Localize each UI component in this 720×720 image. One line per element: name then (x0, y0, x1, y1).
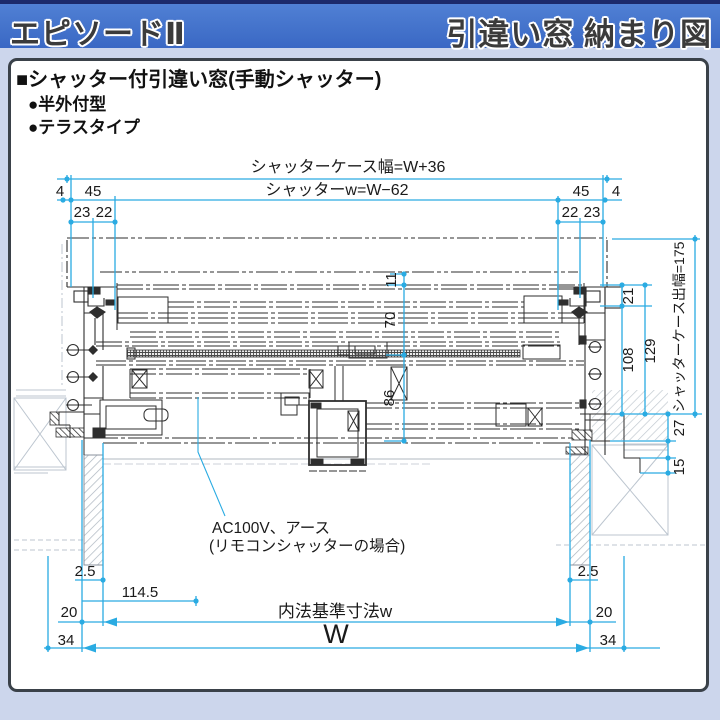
bullet-type-1: ●半外付型 (28, 95, 107, 114)
dim-label-shutter-w: シャッターw=W−62 (265, 181, 408, 199)
dim-label-4-right: 4 (612, 183, 620, 200)
dim-label-20-right: 20 (596, 604, 613, 621)
dimension-labels: シャッターケース幅=W+36 シャッターw=W−62 4 45 23 22 45… (56, 158, 688, 649)
dim-label-34-left: 34 (58, 632, 75, 649)
dimension-arrows (83, 617, 589, 653)
dim-label-22-left: 22 (96, 204, 113, 221)
jamb-sections (66, 287, 606, 455)
dim-label-20-left: 20 (61, 604, 78, 621)
dim-label-108: 108 (620, 347, 637, 372)
dim-label-11: 11 (383, 272, 400, 288)
doc-title: 引違い窓 納まり図 (446, 17, 712, 52)
header-bar: エピソードⅡ 引違い窓 納まり図 (0, 0, 720, 52)
note-ac100v-line2: (リモコンシャッターの場合) (209, 537, 405, 555)
right-sash-section (366, 402, 580, 430)
dim-label-70: 70 (382, 312, 399, 329)
dim-label-case-depth: シャッターケース出幅=175 (671, 241, 687, 412)
dim-label-23-left: 23 (74, 204, 91, 221)
dim-label-2-5-left: 2.5 (75, 563, 96, 580)
dim-label-15: 15 (671, 459, 688, 476)
shutter-case-section (66, 237, 623, 345)
left-sash-section (99, 368, 324, 436)
dim-label-2-5-right: 2.5 (578, 563, 599, 580)
section-heading: ■シャッター付引違い窓(手動シャッター) (16, 69, 382, 91)
dim-label-23-right: 23 (584, 204, 601, 221)
dim-label-w-total: W (323, 619, 349, 649)
dim-label-case-width: シャッターケース幅=W+36 (251, 158, 446, 176)
product-title: エピソードⅡ (10, 18, 186, 51)
masonry-columns (83, 454, 591, 566)
frame-head-section (116, 283, 585, 338)
wall-section-gray (13, 244, 706, 551)
dimension-dots (45, 176, 698, 651)
note-ac100v-line1: AC100V、アース (212, 520, 330, 537)
content-panel (8, 58, 709, 692)
bullet-type-2: ●テラスタイプ (28, 118, 140, 137)
dim-label-129: 129 (642, 338, 659, 363)
dim-label-34-right: 34 (600, 632, 617, 649)
dim-label-86: 86 (381, 390, 398, 407)
dim-label-45-right: 45 (573, 183, 590, 200)
dim-label-naiho: 内法基準寸法w (278, 602, 393, 621)
dimension-lines (44, 175, 702, 652)
installation-drawing: シャッターケース幅=W+36 シャッターw=W−62 4 45 23 22 45… (13, 158, 706, 653)
dim-label-114-5: 114.5 (122, 584, 158, 601)
dim-label-22-right: 22 (562, 204, 579, 221)
dim-label-21: 21 (620, 288, 637, 305)
dim-label-27: 27 (671, 420, 688, 437)
dim-label-4-left: 4 (56, 183, 64, 200)
dim-label-45-left: 45 (85, 183, 102, 200)
meeting-stile-section (280, 366, 408, 472)
screen-rail-section (96, 341, 584, 366)
